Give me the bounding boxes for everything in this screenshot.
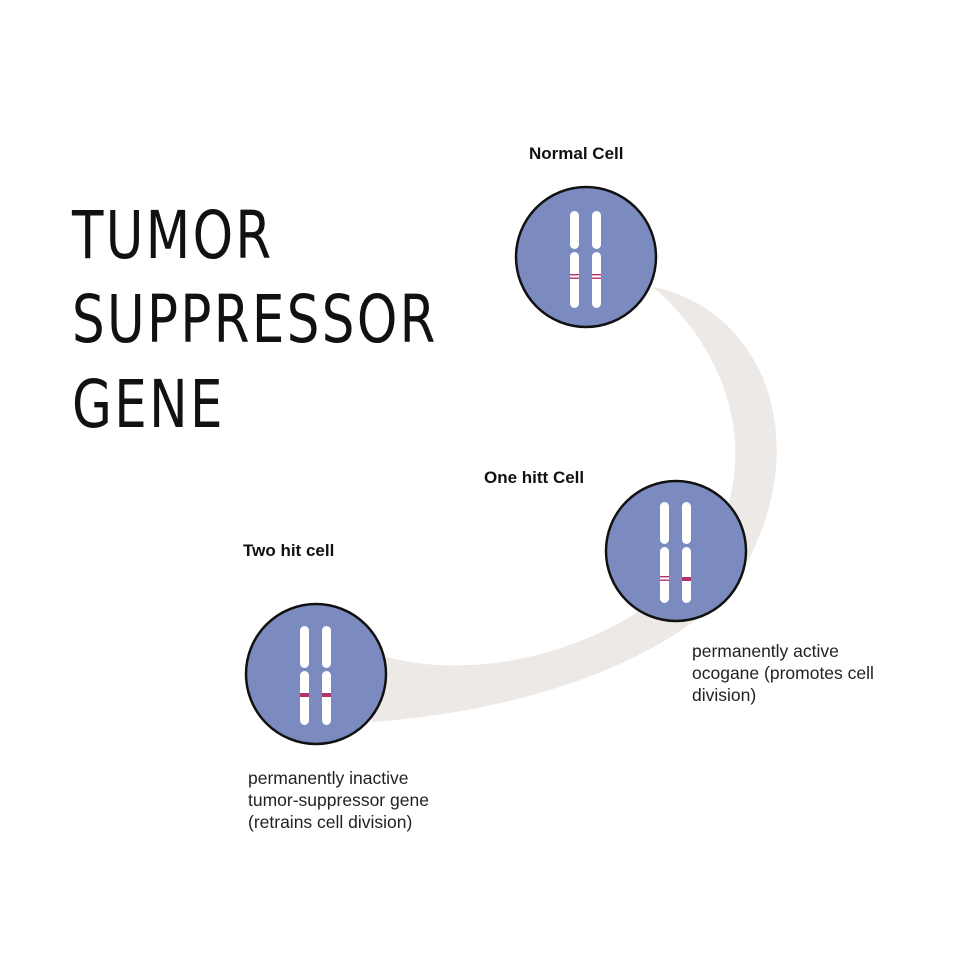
two-hit-cell <box>244 602 388 746</box>
one-hit-cell-label: One hitt Cell <box>484 468 585 487</box>
one-hit-description-line-3: division) <box>692 685 757 705</box>
two-hit-chromosome-left <box>300 626 309 725</box>
normal-gene-bands <box>570 274 601 279</box>
one-hit-cell <box>604 479 748 623</box>
one-hit-description: permanently active ocogane (promotes cel… <box>692 640 874 706</box>
title-line-3: GENE <box>72 366 225 443</box>
two-hit-description-line-2: tumor-suppressor gene <box>248 790 429 810</box>
two-hit-cell-circle <box>244 602 388 746</box>
two-hit-description-line-1: permanently inactive <box>248 768 409 788</box>
normal-cell <box>514 185 658 329</box>
one-hit-cell-circle <box>604 479 748 623</box>
normal-cell-label: Normal Cell <box>529 144 624 163</box>
normal-chromosome-left <box>570 211 579 308</box>
two-hit-chromosome-right <box>322 626 331 725</box>
one-hit-chromosome-right <box>682 502 691 603</box>
title-line-2: SUPPRESSOR <box>72 281 438 358</box>
two-hit-gene-bands <box>300 693 331 697</box>
one-hit-chromosome-left <box>660 502 669 603</box>
one-hit-gene-bands <box>660 576 691 581</box>
normal-chromosome-right <box>592 211 601 308</box>
one-hit-description-line-2: ocogane (promotes cell <box>692 663 874 683</box>
two-hit-cell-label: Two hit cell <box>243 541 335 560</box>
title-line-1: TUMOR <box>72 197 274 274</box>
two-hit-description-line-3: (retrains cell division) <box>248 812 413 832</box>
two-hit-description: permanently inactive tumor-suppressor ge… <box>248 767 429 833</box>
normal-cell-circle <box>514 185 658 329</box>
one-hit-description-line-1: permanently active <box>692 641 839 661</box>
